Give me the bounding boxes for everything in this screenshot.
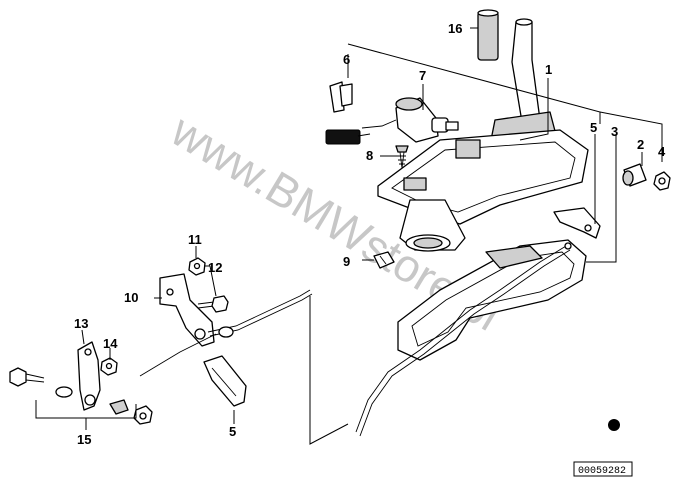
- callout-6: 6: [343, 52, 350, 67]
- part-6-switch: [325, 81, 371, 145]
- part-8-screw: [395, 145, 409, 169]
- reference-code: 00059282: [578, 466, 626, 477]
- part-4-locknut: [653, 171, 671, 191]
- callout-16: 16: [448, 21, 462, 36]
- part-2-bushing: [622, 163, 647, 187]
- part-9-clip: [373, 251, 395, 269]
- callout-5-upper: 5: [590, 120, 597, 135]
- part-1-selector-housing: [377, 18, 589, 252]
- callout-12: 12: [208, 260, 222, 275]
- callout-7: 7: [419, 68, 426, 83]
- callout-1: 1: [545, 62, 552, 77]
- callout-13: 13: [74, 316, 88, 331]
- callout-3: 3: [611, 124, 618, 139]
- callout-8: 8: [366, 148, 373, 163]
- callout-4: 4: [658, 144, 666, 159]
- reference-code-box: [573, 461, 633, 477]
- callout-15: 15: [77, 432, 91, 447]
- callout-labels: 16 1 6 7 8 5 3 2 4 9 11 12 10 13 14 5 15: [74, 21, 666, 447]
- part-7-motor: [361, 97, 459, 143]
- callout-5-lower: 5: [229, 424, 236, 439]
- part-12-bolt: [197, 295, 229, 313]
- part-16-sleeve: [477, 9, 499, 61]
- part-13-lever: [77, 341, 101, 411]
- part-15-hardware-set: [9, 367, 153, 425]
- callout-10: 10: [124, 290, 138, 305]
- part-5-bracket-upper: [553, 207, 601, 239]
- callout-2: 2: [637, 137, 644, 152]
- part-14-nut: [100, 357, 118, 376]
- part-5-bracket-lower: [203, 355, 247, 407]
- marker-dot: [608, 419, 620, 431]
- part-10-lever-assembly: [139, 273, 313, 377]
- part-11-nut: [188, 257, 206, 276]
- callout-9: 9: [343, 254, 350, 269]
- callout-11: 11: [188, 232, 202, 247]
- callout-14: 14: [103, 336, 118, 351]
- part-3-lower-tray: [355, 239, 587, 437]
- leader-lines: [35, 27, 663, 445]
